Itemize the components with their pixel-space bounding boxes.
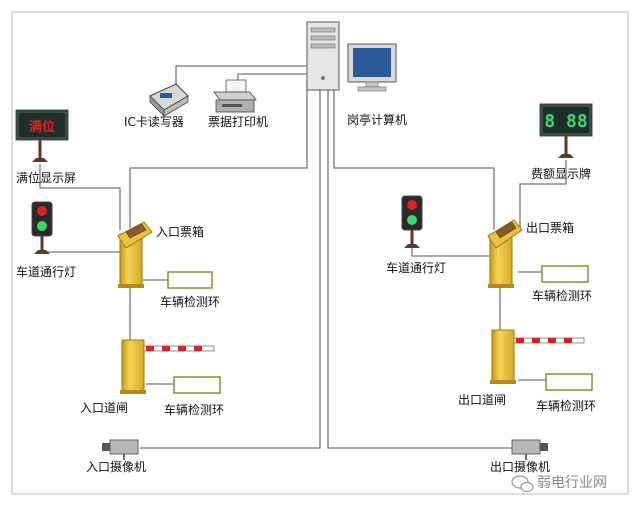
full-space-display-text: 满位 [29,119,55,135]
watermark-text: 弱电行业网 [537,475,607,491]
loop-entry-box-icon [167,271,213,289]
fee-display-label: 费额显示牌 [531,167,591,181]
entry-barrier-gate-icon [120,339,215,394]
exit-ticket-box-icon [487,219,523,288]
full-space-display-label: 满位显示屏 [16,170,76,185]
wechat-logo-icon [511,475,534,493]
entry-camera-icon [102,439,139,460]
exit-camera-icon [511,439,548,460]
fee-display-text: 8 88 [544,111,587,132]
loop-exit-gate-icon [545,373,593,391]
entry-gate-label: 入口道闸 [80,401,128,415]
full-space-display-icon [15,109,69,162]
ic-card-reader-icon [149,83,189,117]
ic-card-reader-label: IC卡读写器 [124,115,184,129]
loop-exit-box-icon [541,265,589,283]
loop-entry-gate-icon [173,376,221,394]
exit-camera-label: 出口摄像机 [490,459,550,474]
booth-computer-icon [306,21,397,92]
loop-entry-gate-label: 车辆检测环 [164,402,224,417]
fee-display-icon [539,103,593,158]
entry-ticket-box-icon [117,221,153,288]
exit-barrier-gate-icon [490,329,585,384]
lane-traffic-light-left-icon [31,201,53,254]
booth-computer-label: 岗亭计算机 [347,112,407,127]
exit-ticket-box-label: 出口票箱 [526,220,574,235]
entry-camera-label: 入口摄像机 [86,459,146,474]
exit-gate-label: 出口道闸 [458,393,506,407]
ticket-printer-label: 票据打印机 [208,115,268,129]
lane-traffic-light-right-icon [401,195,423,248]
lane-light-right-label: 车道通行灯 [386,260,446,275]
connection-wires [39,65,567,449]
loop-exit-gate-label: 车辆检测环 [536,398,596,413]
lane-light-left-label: 车道通行灯 [16,264,76,279]
diagram-frame [11,11,629,495]
ticket-printer-icon [213,79,257,113]
loop-exit-box-label: 车辆检测环 [532,288,592,303]
entry-ticket-box-label: 入口票箱 [156,224,204,239]
loop-entry-box-label: 车辆检测环 [160,294,220,309]
